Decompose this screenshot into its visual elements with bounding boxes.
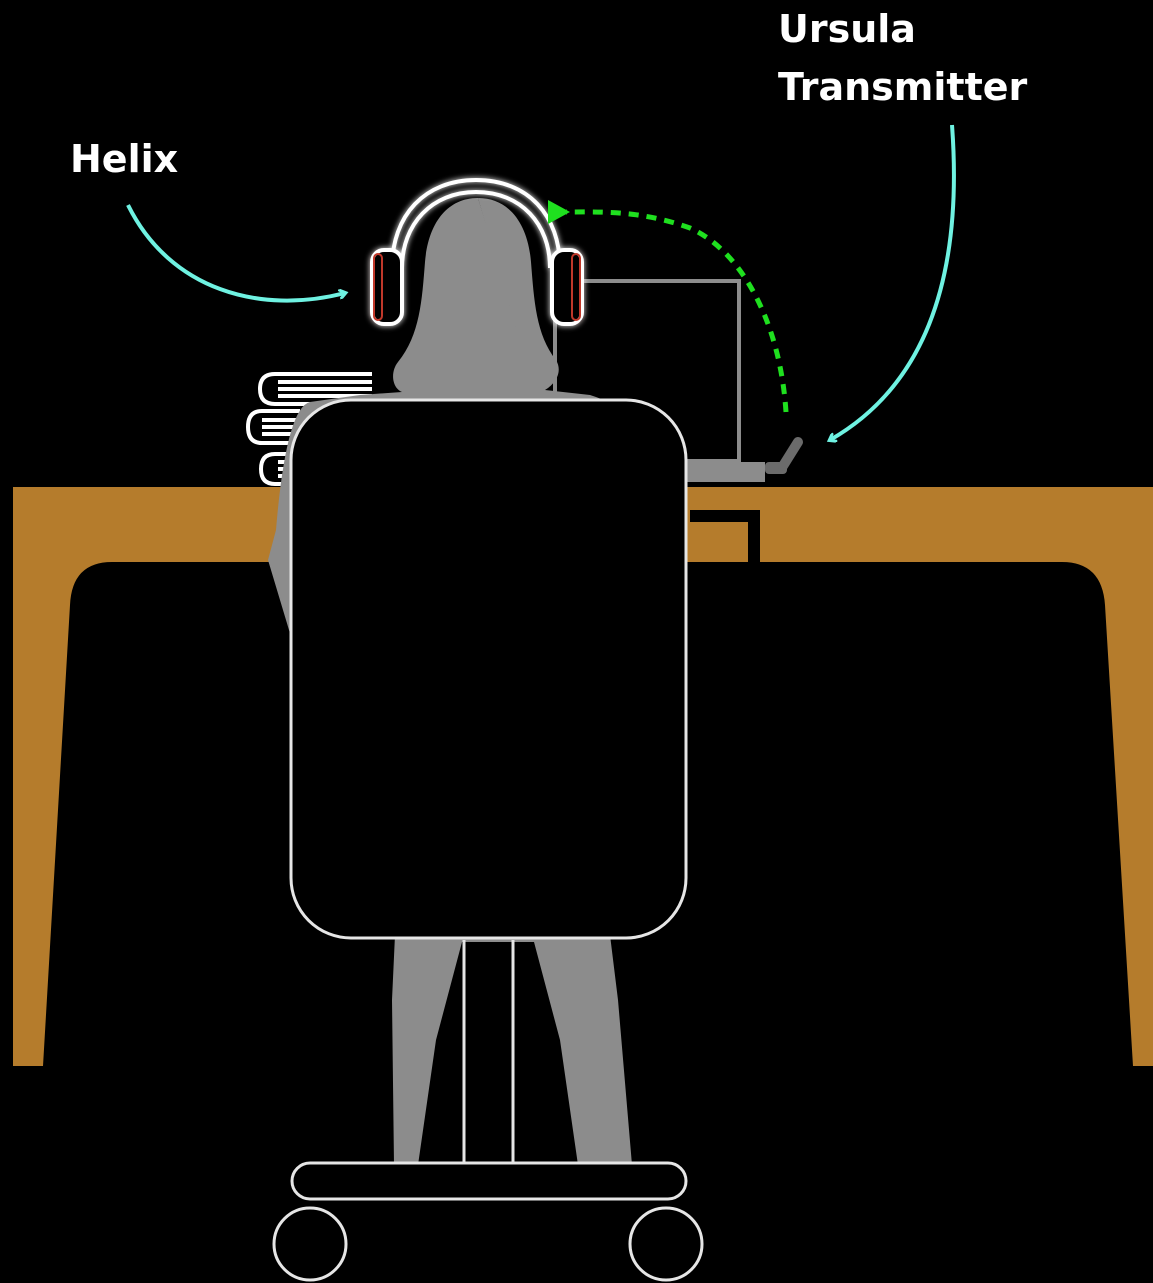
ursula-label-line-1: Ursula xyxy=(778,0,1027,58)
helix-pointer-arrow xyxy=(128,205,345,301)
transmitter-pointer-arrow xyxy=(830,125,954,440)
ursula-label-line-2: Transmitter xyxy=(778,58,1027,116)
ursula-transmitter-label: Ursula Transmitter xyxy=(778,0,1027,116)
transmitter-icon xyxy=(765,442,798,474)
office-chair-icon xyxy=(274,400,702,1280)
helix-label: Helix xyxy=(70,130,178,188)
